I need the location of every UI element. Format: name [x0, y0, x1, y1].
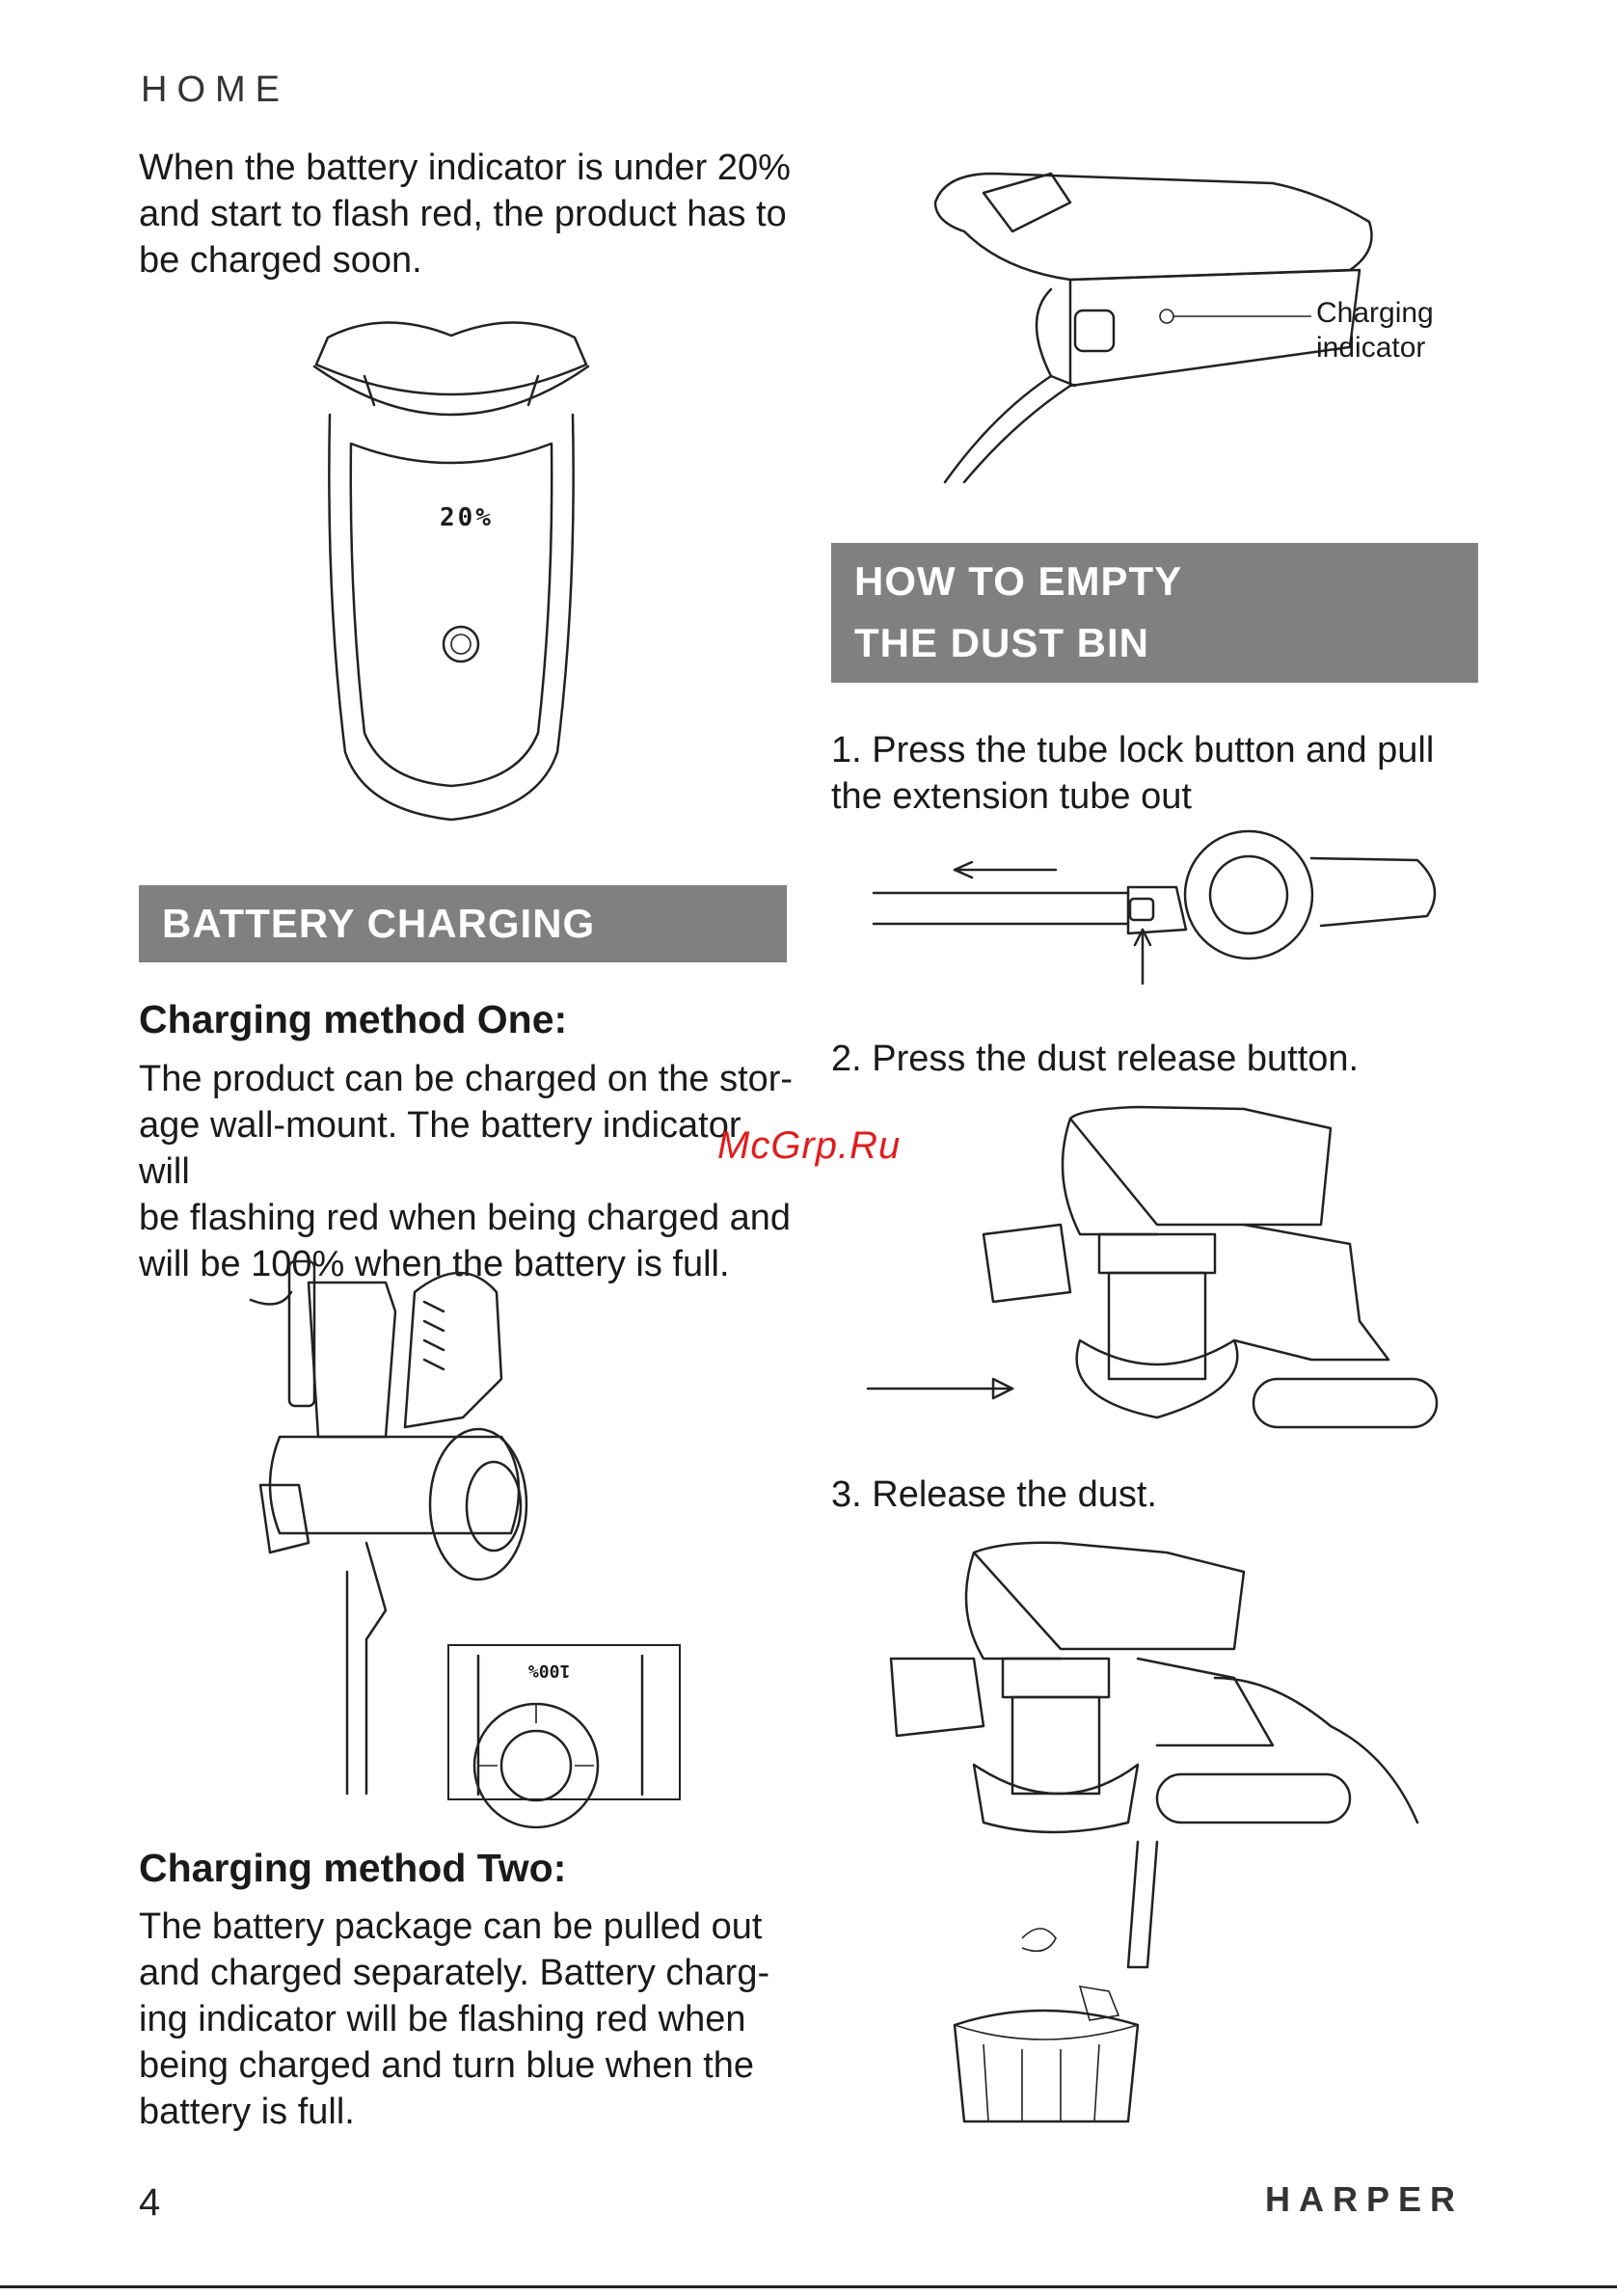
banner-line: HOW TO EMPTY — [854, 558, 1183, 604]
text-line: being charged and turn blue when the — [139, 2045, 755, 2086]
text-line: the extension tube out — [831, 776, 1192, 817]
text-line: The product can be charged on the stor- — [139, 1059, 794, 1099]
tube-lock-illustration — [872, 829, 1437, 986]
harper-logo: HARPER — [1265, 2179, 1465, 2219]
watermark: McGrp.Ru — [717, 1124, 902, 1167]
step-3-text: 3. Release the dust. — [831, 1474, 1157, 1515]
page-bottom-rule — [0, 2285, 1617, 2288]
method-one-title: Charging method One: — [139, 997, 568, 1041]
inset-illustration — [472, 1654, 644, 1829]
banner-title: BATTERY CHARGING — [162, 901, 596, 946]
battery-pack-illustration — [933, 172, 1373, 484]
text-line: The battery package can be pulled out — [139, 1906, 763, 1947]
empty-dust-bin-banner: HOW TO EMPTY THE DUST BIN — [831, 543, 1478, 683]
release-dust-illustration — [889, 1541, 1419, 2123]
text-line: will be 100% when the battery is full. — [139, 1244, 730, 1284]
page-number: 4 — [139, 2181, 161, 2224]
text-line: When the battery indicator is under 20% — [139, 148, 791, 188]
text-line: be charged soon. — [139, 240, 422, 281]
callout-line: Charging — [1316, 297, 1434, 329]
text-line: and start to flash red, the product has … — [139, 194, 787, 234]
text-line: ing indicator will be flashing red when — [139, 1999, 746, 2039]
text-line: and charged separately. Battery charg- — [139, 1953, 770, 1993]
inset-frame — [447, 1644, 681, 1800]
banner-line: THE DUST BIN — [854, 620, 1149, 665]
wall-mount-illustration — [249, 1259, 528, 1796]
charging-indicator-callout: Charging indicator — [1316, 296, 1434, 365]
handle-illustration — [312, 321, 590, 822]
text-line: 1. Press the tube lock button and pull — [831, 730, 1435, 770]
method-two-text: The battery package can be pulled out an… — [139, 1904, 795, 2135]
step-1-text: 1. Press the tube lock button and pull t… — [831, 727, 1506, 820]
text-line: be flashing red when being charged and — [139, 1198, 792, 1238]
handle-display: 20% — [440, 503, 494, 532]
dust-release-illustration — [866, 1105, 1439, 1429]
battery-charging-banner: BATTERY CHARGING — [139, 885, 787, 962]
home-logo: HOME — [141, 69, 289, 110]
callout-line: indicator — [1316, 332, 1426, 364]
step-2-text: 2. Press the dust release button. — [831, 1039, 1360, 1079]
text-line: battery is full. — [139, 2092, 355, 2132]
method-one-text: The product can be charged on the stor- … — [139, 1056, 795, 1287]
battery-low-text: When the battery indicator is under 20% … — [139, 145, 795, 284]
text-line: age wall-mount. The battery indicator wi… — [139, 1105, 741, 1192]
inset-display: 100% — [528, 1661, 571, 1681]
method-two-title: Charging method Two: — [139, 1846, 567, 1890]
